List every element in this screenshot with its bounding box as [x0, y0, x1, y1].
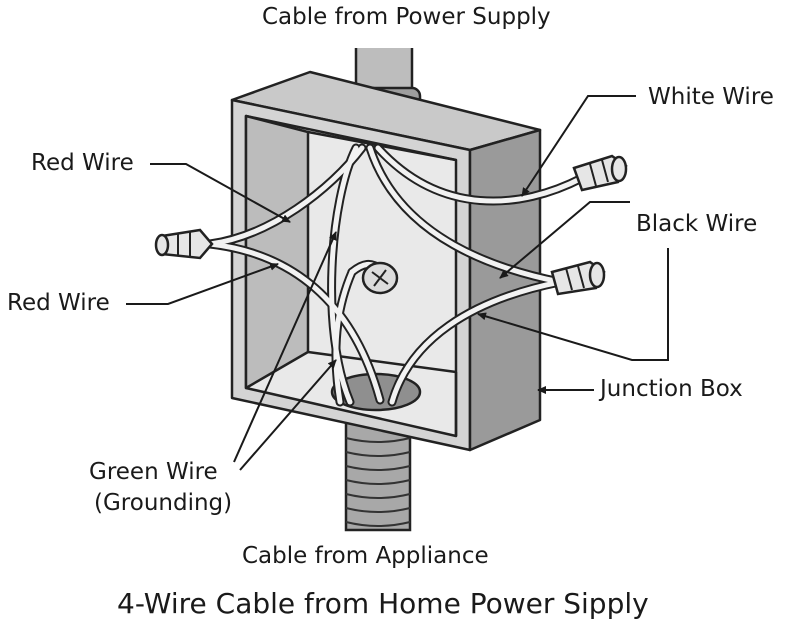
label-grounding: (Grounding): [94, 490, 233, 516]
leader-red-wire-upper: [150, 163, 291, 223]
ground-screw: [361, 261, 399, 295]
leader-green-wire-a: [233, 231, 337, 463]
label-junction-box: Junction Box: [600, 376, 743, 402]
wire-nut-black: [550, 260, 606, 296]
wire-nut-white: [572, 154, 628, 192]
label-cable-from-power-supply: Cable from Power Supply: [262, 4, 551, 30]
diagram-title: 4-Wire Cable from Home Power Sipply: [117, 587, 649, 620]
bottom-conduit: [344, 418, 412, 532]
leader-green-wire-b: [239, 359, 337, 471]
label-white-wire: White Wire: [648, 84, 774, 110]
label-green-wire: Green Wire: [89, 459, 218, 485]
label-red-wire-upper: Red Wire: [31, 150, 134, 176]
leader-black-wire-lower: [477, 248, 669, 361]
wires: [205, 143, 587, 407]
leader-white-wire: [521, 95, 636, 197]
label-black-wire: Black Wire: [636, 211, 758, 237]
label-red-wire-lower: Red Wire: [7, 290, 110, 316]
label-cable-from-appliance: Cable from Appliance: [242, 543, 489, 569]
leader-black-wire-nut: [499, 201, 630, 279]
wire-nut-left: [154, 228, 214, 260]
leader-red-wire-lower: [126, 262, 279, 305]
